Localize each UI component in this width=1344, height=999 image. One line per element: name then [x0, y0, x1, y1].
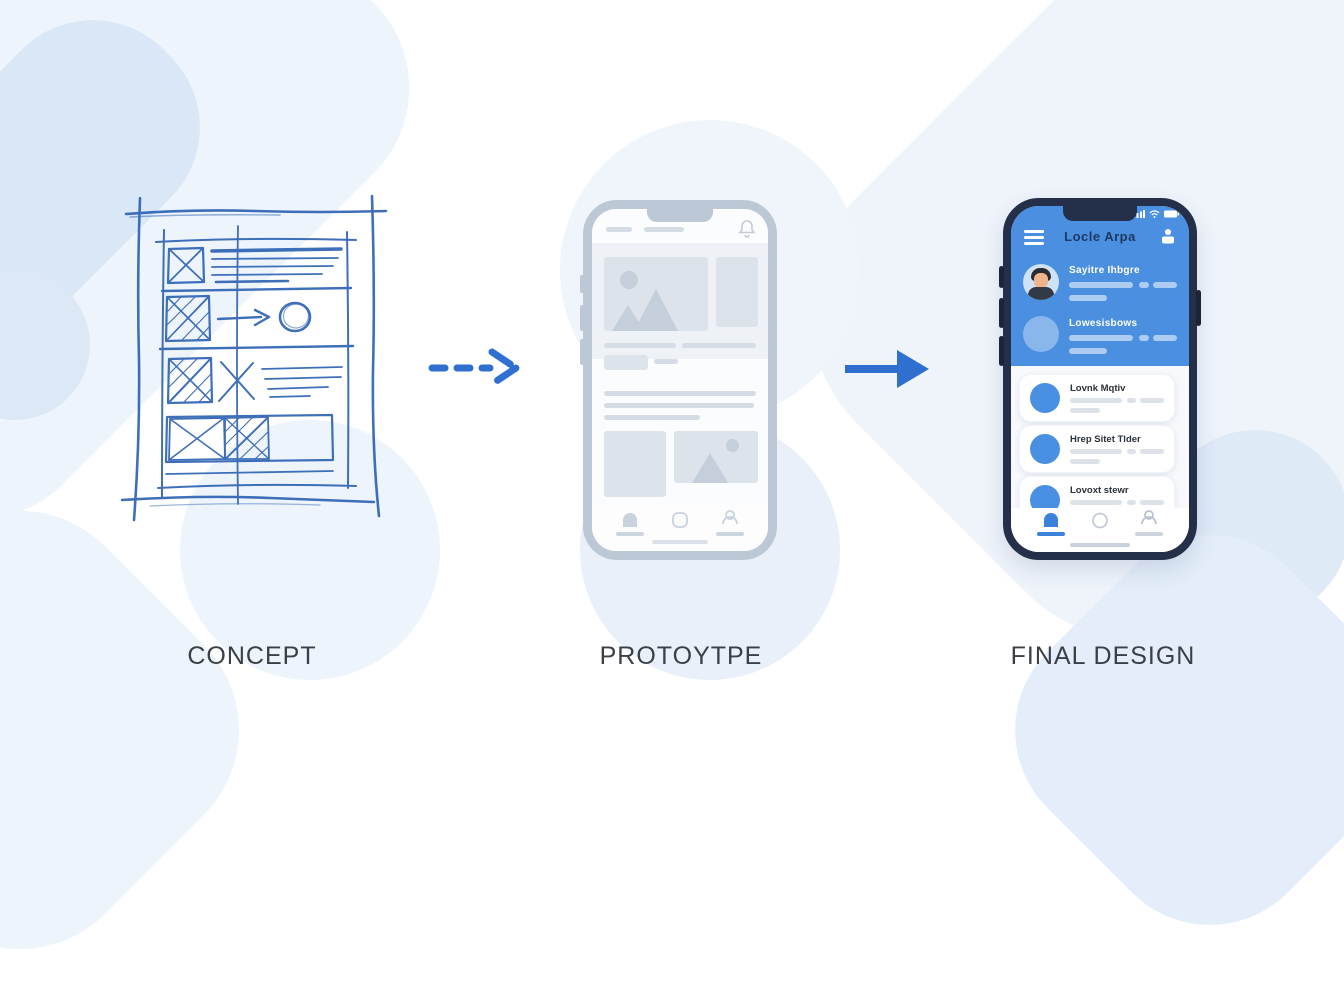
image-placeholder	[604, 257, 708, 331]
card-title: Lovoxt stewr	[1070, 485, 1129, 496]
avatar-placeholder	[1023, 316, 1059, 352]
placeholder-bar	[604, 343, 676, 348]
phone-side-button	[580, 339, 584, 365]
phone-side-button	[580, 275, 584, 293]
phone-side-button	[999, 298, 1004, 328]
image-placeholder	[716, 257, 758, 327]
list-item-card: Hrep Sitet Tlder	[1019, 425, 1175, 473]
bg-diagonal-shape	[0, 461, 289, 999]
placeholder-bar	[604, 415, 700, 420]
profile-row-title: Sayitre Ihbgre	[1069, 265, 1140, 276]
home-indicator	[652, 540, 708, 544]
phone-notch	[1063, 206, 1137, 221]
placeholder-bar	[606, 227, 632, 232]
square-icon	[672, 512, 688, 528]
placeholder-bar	[1069, 335, 1133, 341]
bg-blob	[0, 270, 90, 420]
bell-icon	[738, 220, 756, 238]
placeholder-bar	[604, 391, 756, 396]
nav-underline	[716, 532, 744, 536]
bg-diagonal-shape	[969, 489, 1344, 971]
app-header-section: Locle Arpa Sayitre Ihbgre Lowesisbows	[1011, 206, 1189, 366]
final-app-screen: Locle Arpa Sayitre Ihbgre Lowesisbows	[1011, 206, 1189, 552]
stage-prototype-phone	[580, 200, 777, 560]
phone-side-button	[999, 336, 1004, 366]
placeholder-bar	[1139, 282, 1149, 288]
placeholder-bar	[644, 227, 684, 232]
placeholder-bar	[604, 403, 754, 408]
placeholder-bar	[1069, 295, 1107, 301]
home-icon	[623, 513, 637, 527]
person-icon	[1141, 510, 1157, 525]
nav-underline	[616, 532, 644, 536]
profile-row-title: Lowesisbows	[1069, 318, 1138, 329]
placeholder-bar	[1153, 282, 1177, 288]
nav-underline	[1135, 532, 1163, 536]
card-title: Lovnk Mqtiv	[1070, 383, 1126, 394]
placeholder-block	[604, 431, 666, 497]
circle-icon	[1092, 512, 1108, 529]
phone-notch	[647, 208, 713, 222]
phone-side-button	[1196, 290, 1201, 326]
user-icon	[1162, 229, 1174, 244]
list-item-card: Lovnk Mqtiv	[1019, 374, 1175, 422]
stage-label-final-design: FINAL DESIGN	[1010, 642, 1196, 670]
image-placeholder	[674, 431, 758, 483]
avatar	[1023, 264, 1059, 300]
home-indicator	[1070, 543, 1130, 547]
placeholder-bar	[654, 359, 678, 364]
item-thumbnail	[1030, 383, 1060, 413]
wifi-icon	[1149, 210, 1160, 218]
home-icon	[1044, 513, 1058, 527]
card-title: Hrep Sitet Tlder	[1070, 434, 1141, 445]
placeholder-bar	[1069, 282, 1133, 288]
placeholder-bar	[682, 343, 756, 348]
status-bar	[1133, 210, 1179, 218]
placeholder-bar	[1139, 335, 1149, 341]
hamburger-menu-icon	[1024, 230, 1044, 248]
stage-label-concept: CONCEPT	[187, 642, 317, 670]
final-bottom-nav	[1011, 508, 1189, 552]
placeholder-block	[604, 355, 648, 370]
placeholder-bar	[1069, 348, 1107, 354]
phone-side-button	[999, 266, 1004, 288]
placeholder-bar	[1153, 335, 1177, 341]
battery-icon	[1164, 210, 1179, 218]
phone-side-button	[580, 305, 584, 331]
stage-label-prototype: PROTOYTPE	[599, 642, 763, 670]
prototype-screen	[592, 209, 768, 551]
person-icon	[722, 510, 738, 525]
dashed-arrow-icon	[428, 348, 520, 388]
solid-arrow-icon	[845, 350, 929, 388]
hand-drawn-wireframe	[120, 194, 388, 522]
stage-concept	[120, 190, 392, 526]
app-title: Locle Arpa	[1064, 229, 1136, 244]
prototype-bottom-nav	[592, 507, 768, 551]
item-thumbnail	[1030, 434, 1060, 464]
stage-final-phone: Locle Arpa Sayitre Ihbgre Lowesisbows	[999, 198, 1201, 560]
active-nav-underline	[1037, 532, 1065, 536]
